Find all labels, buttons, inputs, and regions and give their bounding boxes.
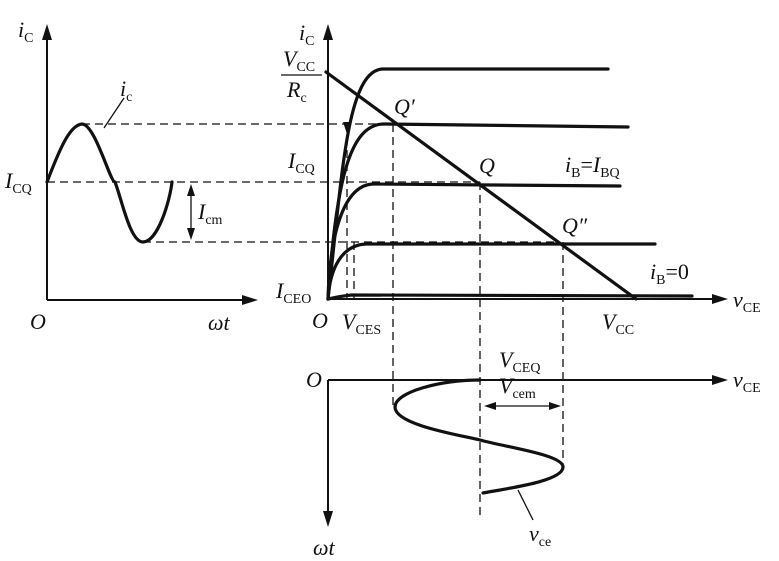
vcc-label: VCC <box>602 309 634 338</box>
q-label: Q <box>479 153 495 178</box>
main-icq-label: ICQ <box>287 148 315 177</box>
vcem-arrowhead-right <box>549 402 561 410</box>
main-graph: iC VCC Rc ICQ ICEO Q′ Q Q″ iB=IBQ iB=0 O… <box>275 20 761 517</box>
ib-zero-label: iB=0 <box>650 259 689 288</box>
vce-curve-label: vce <box>529 521 551 550</box>
vcc-over-rc-denominator: Rc <box>286 77 307 106</box>
characteristic-curve-q <box>326 182 622 301</box>
left-x-axis-label: ωt <box>208 310 231 335</box>
dc-load-line <box>324 70 638 301</box>
iceo-label: ICEO <box>275 278 311 307</box>
characteristic-curve-ib-zero <box>326 293 694 301</box>
icm-arrowhead-down <box>187 228 195 240</box>
vces-label: VCES <box>342 309 381 338</box>
ib-ibq-label: iB=IBQ <box>565 152 620 181</box>
main-y-arrowhead <box>323 24 333 40</box>
bottom-x-arrowhead <box>712 375 728 385</box>
vceq-label: VCEQ <box>499 347 540 376</box>
main-origin-label: O <box>312 308 328 333</box>
left-graph: iC ic ICQ Icm O ωt <box>4 17 258 335</box>
left-y-axis-label: iC <box>18 17 33 46</box>
bottom-origin-label: O <box>306 367 322 392</box>
projection-dashes <box>47 123 558 243</box>
vce-label-leader <box>517 489 534 521</box>
main-x-arrowhead <box>712 294 728 304</box>
q-prime-label: Q′ <box>394 94 416 119</box>
bottom-graph: O vCE VCEQ Vcem vce ωt <box>306 347 761 560</box>
left-origin-label: O <box>30 309 46 334</box>
ic-sine-curve <box>45 122 174 244</box>
bottom-y-arrowhead <box>323 511 333 527</box>
vcc-over-rc-numerator: VCC <box>283 46 315 75</box>
ic-curve-label: ic <box>120 76 132 105</box>
bottom-x-axis-label: vCE <box>733 367 761 396</box>
vcem-arrowhead-left <box>484 402 496 410</box>
vces-arrowhead <box>343 122 351 134</box>
bottom-y-axis-label: ωt <box>313 535 336 560</box>
main-x-axis-label: vCE <box>733 287 761 316</box>
left-icq-label: ICQ <box>4 168 32 197</box>
characteristic-curve-qdblprime <box>326 242 657 301</box>
left-x-arrowhead <box>242 295 258 305</box>
icm-label: Icm <box>197 199 223 228</box>
ic-label-leader <box>103 97 125 129</box>
icm-arrowhead-up <box>187 184 195 196</box>
characteristic-curve-qprime <box>326 122 630 301</box>
q-double-prime-label: Q″ <box>562 213 588 238</box>
left-y-arrowhead <box>42 24 52 40</box>
vce-sine-curve <box>393 378 565 495</box>
main-y-axis-label: iC <box>299 20 314 49</box>
vcem-label: Vcem <box>499 373 536 402</box>
